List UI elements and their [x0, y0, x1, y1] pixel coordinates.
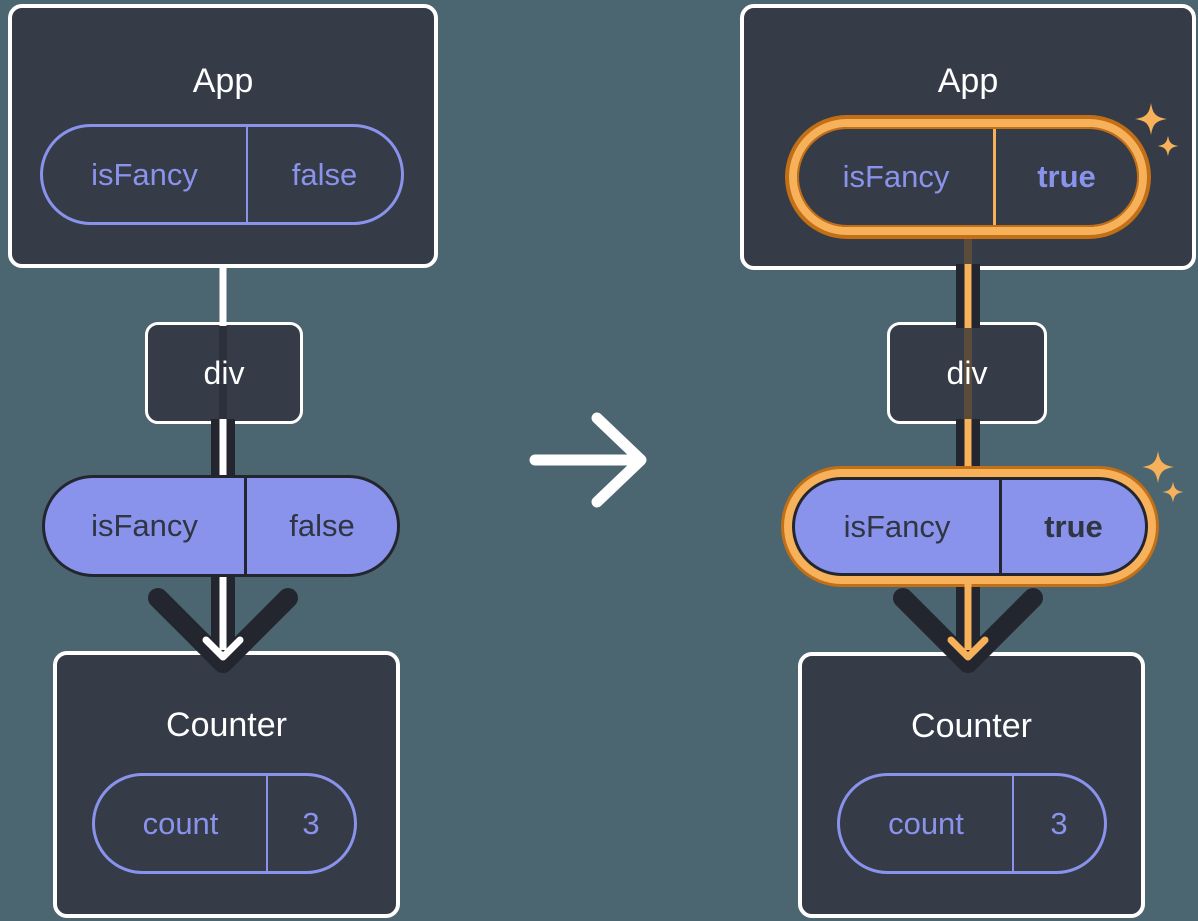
- left-prop-name: isFancy: [45, 478, 247, 574]
- sparkle-icon: [1162, 481, 1184, 503]
- left-counter-state-value: 3: [302, 805, 320, 841]
- sparkle-icon: [1142, 451, 1174, 483]
- left-app-title: App: [192, 62, 254, 100]
- right-app-prop-name: isFancy: [799, 129, 996, 225]
- right-counter-state-value: 3: [1050, 805, 1068, 841]
- right-app-prop-pill: isFancy true: [797, 127, 1139, 227]
- left-prop-pill: isFancy false: [42, 475, 400, 577]
- left-arrowhead-chevron: [148, 588, 298, 673]
- right-prop-name: isFancy: [795, 480, 1002, 573]
- right-counter-state-name: count: [840, 776, 1014, 871]
- right-counter-state-pill: count 3: [837, 773, 1107, 874]
- right-app-line-through: [964, 236, 972, 266]
- left-counter-state-pill: count 3: [92, 773, 357, 874]
- left-counter-title: Counter: [166, 706, 287, 744]
- left-div-label: div: [203, 354, 245, 391]
- left-div-box: div: [145, 322, 303, 424]
- sparkle-icon: [1135, 103, 1167, 135]
- left-prop-value: false: [289, 508, 355, 543]
- left-app-prop-pill: isFancy false: [40, 124, 404, 225]
- right-prop-pill: isFancy true: [792, 477, 1148, 576]
- sparkle-icon: [1157, 135, 1179, 157]
- left-app-prop-name: isFancy: [43, 127, 248, 222]
- left-arrow-core-head: [202, 636, 244, 661]
- right-arrow-core-head: [947, 636, 989, 661]
- left-counter-state-name: count: [95, 776, 268, 871]
- right-app-title: App: [937, 62, 999, 100]
- right-div-line-through: [964, 325, 972, 421]
- right-counter-title: Counter: [911, 707, 1032, 745]
- right-div-label: div: [946, 354, 988, 391]
- transition-arrow-icon: [529, 412, 647, 508]
- right-arrowhead-chevron: [893, 588, 1043, 673]
- left-div-line-through: [219, 325, 227, 421]
- right-prop-value: true: [1044, 508, 1103, 544]
- left-app-prop-value: false: [291, 156, 358, 192]
- right-app-prop-value: true: [1037, 159, 1096, 194]
